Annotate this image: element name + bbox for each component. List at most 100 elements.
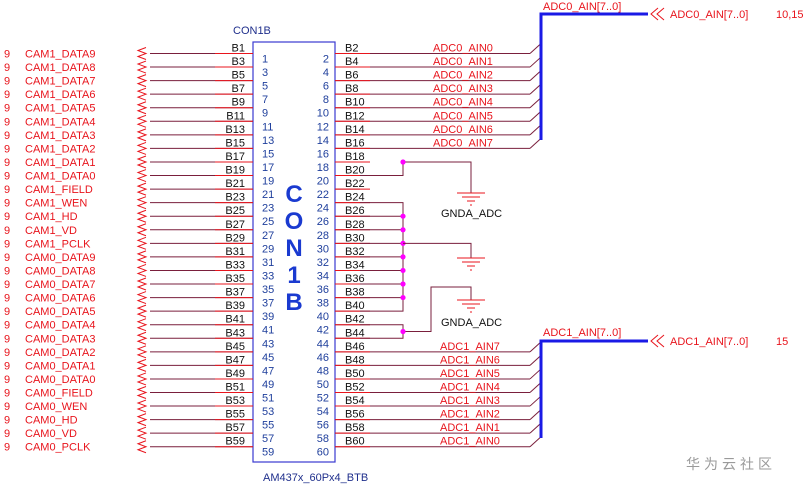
port-offpage-icon[interactable] — [136, 196, 148, 210]
gnd-wire[interactable] — [360, 161, 472, 193]
port-offpage-icon[interactable] — [136, 440, 148, 454]
port-offpage-icon[interactable] — [136, 372, 148, 386]
gnd-wire[interactable] — [403, 242, 472, 258]
port-name[interactable]: CAM1_DATA0 — [25, 171, 96, 183]
left-pin-number: 41 — [262, 325, 274, 337]
connector-body[interactable] — [252, 41, 336, 463]
port-offpage-icon[interactable] — [136, 331, 148, 345]
port-name[interactable]: CAM0_PCLK — [25, 442, 91, 454]
port-name[interactable]: CAM1_VD — [25, 225, 77, 237]
right-pin-net: B28 — [345, 219, 365, 231]
right-pin-net: B48 — [345, 354, 365, 366]
port-name[interactable]: CAM0_DATA0 — [25, 374, 96, 386]
port-offpage-icon[interactable] — [136, 155, 148, 169]
left-pin-number: 7 — [262, 94, 268, 106]
right-pin-number: 24 — [317, 203, 329, 215]
port-name[interactable]: CAM1_PCLK — [25, 238, 91, 250]
port-offpage-icon[interactable] — [136, 236, 148, 250]
right-pin-number: 48 — [317, 365, 329, 377]
left-pin-net: B3 — [232, 56, 245, 68]
left-pin-net: B37 — [225, 287, 245, 299]
left-pin-net: B23 — [225, 192, 245, 204]
port-name[interactable]: CAM0_DATA7 — [25, 279, 96, 291]
port-offpage-icon[interactable] — [136, 141, 148, 155]
adc0-bus-line[interactable] — [539, 12, 648, 140]
adc0-net-label: ADC0_AIN7 — [433, 137, 493, 149]
port-offpage-icon[interactable] — [136, 209, 148, 223]
port-name[interactable]: CAM0_DATA2 — [25, 347, 96, 359]
junction-dot — [400, 267, 406, 274]
right-pin-number: 16 — [317, 148, 329, 160]
port-offpage-icon[interactable] — [136, 101, 148, 115]
port-offpage-icon[interactable] — [136, 74, 148, 88]
port-offpage-icon[interactable] — [136, 277, 148, 291]
port-name[interactable]: CAM1_DATA7 — [25, 76, 96, 88]
port-sheet-number: 9 — [4, 279, 10, 291]
gnd-wire[interactable] — [360, 324, 404, 339]
left-pin-number: 17 — [262, 162, 274, 174]
adc1-port-icon[interactable] — [650, 334, 665, 348]
port-offpage-icon[interactable] — [136, 87, 148, 101]
port-offpage-icon[interactable] — [136, 47, 148, 60]
port-offpage-icon[interactable] — [136, 291, 148, 305]
right-pin-number: 38 — [317, 298, 329, 310]
adc0-port-name[interactable]: ADC0_AIN[7..0] — [670, 9, 748, 21]
port-offpage-icon[interactable] — [136, 413, 148, 427]
port-name[interactable]: CAM0_DATA8 — [25, 265, 96, 277]
port-name[interactable]: CAM1_DATA5 — [25, 103, 96, 115]
port-offpage-icon[interactable] — [136, 263, 148, 277]
port-offpage-icon[interactable] — [136, 169, 148, 183]
port-offpage-icon[interactable] — [136, 318, 148, 332]
port-name[interactable]: CAM0_DATA4 — [25, 320, 96, 332]
port-name[interactable]: CAM1_DATA1 — [25, 157, 96, 169]
gnd-wire[interactable] — [403, 286, 472, 332]
right-pin-net: B56 — [345, 409, 365, 421]
port-name[interactable]: CAM0_HD — [25, 415, 78, 427]
port-name[interactable]: CAM1_DATA2 — [25, 143, 96, 155]
port-sheet-number: 9 — [4, 211, 10, 223]
right-pin-number: 42 — [317, 325, 329, 337]
port-offpage-icon[interactable] — [136, 182, 148, 196]
port-offpage-icon[interactable] — [136, 386, 148, 399]
port-name[interactable]: CAM1_DATA4 — [25, 116, 96, 128]
port-sheet-number: 9 — [4, 157, 10, 169]
port-name[interactable]: CAM0_DATA9 — [25, 252, 96, 264]
right-pin-net: B32 — [345, 246, 365, 258]
adc0-bus-entry — [529, 110, 542, 122]
port-name[interactable]: CAM0_WEN — [25, 401, 87, 413]
right-pin-net: B4 — [345, 56, 358, 68]
port-sheet-number: 9 — [4, 374, 10, 386]
port-offpage-icon[interactable] — [136, 426, 148, 440]
port-offpage-icon[interactable] — [136, 60, 148, 74]
port-offpage-icon[interactable] — [136, 304, 148, 318]
port-name[interactable]: CAM0_DATA6 — [25, 293, 96, 305]
ground-group — [360, 159, 485, 339]
port-name[interactable]: CAM0_DATA3 — [25, 333, 96, 345]
adc1-port-name[interactable]: ADC1_AIN[7..0] — [670, 336, 748, 348]
port-offpage-icon[interactable] — [136, 250, 148, 264]
port-name[interactable]: CAM1_WEN — [25, 198, 87, 210]
port-name[interactable]: CAM0_VD — [25, 428, 77, 440]
port-offpage-icon[interactable] — [136, 114, 148, 128]
port-offpage-icon[interactable] — [136, 399, 148, 413]
port-name[interactable]: CAM0_DATA1 — [25, 360, 96, 372]
right-pin-number: 40 — [317, 311, 329, 323]
port-name[interactable]: CAM1_DATA9 — [25, 49, 96, 61]
port-name[interactable]: CAM0_DATA5 — [25, 306, 96, 318]
port-name[interactable]: CAM1_DATA6 — [25, 89, 96, 101]
adc1-net-label: ADC1_AIN2 — [440, 409, 500, 421]
port-offpage-icon[interactable] — [136, 345, 148, 359]
port-name[interactable]: CAM1_FIELD — [25, 184, 93, 196]
adc1-bus-line[interactable] — [539, 339, 648, 438]
port-offpage-icon[interactable] — [136, 358, 148, 372]
body-letter: O — [285, 208, 304, 235]
port-name[interactable]: CAM0_FIELD — [25, 388, 93, 400]
port-name[interactable]: CAM1_DATA8 — [25, 62, 96, 74]
right-pin-number: 14 — [317, 135, 329, 147]
port-name[interactable]: CAM1_DATA3 — [25, 130, 96, 142]
adc0-port-icon[interactable] — [650, 7, 665, 21]
port-offpage-icon[interactable] — [136, 128, 148, 142]
port-name[interactable]: CAM1_HD — [25, 211, 78, 223]
port-offpage-icon[interactable] — [136, 223, 148, 237]
